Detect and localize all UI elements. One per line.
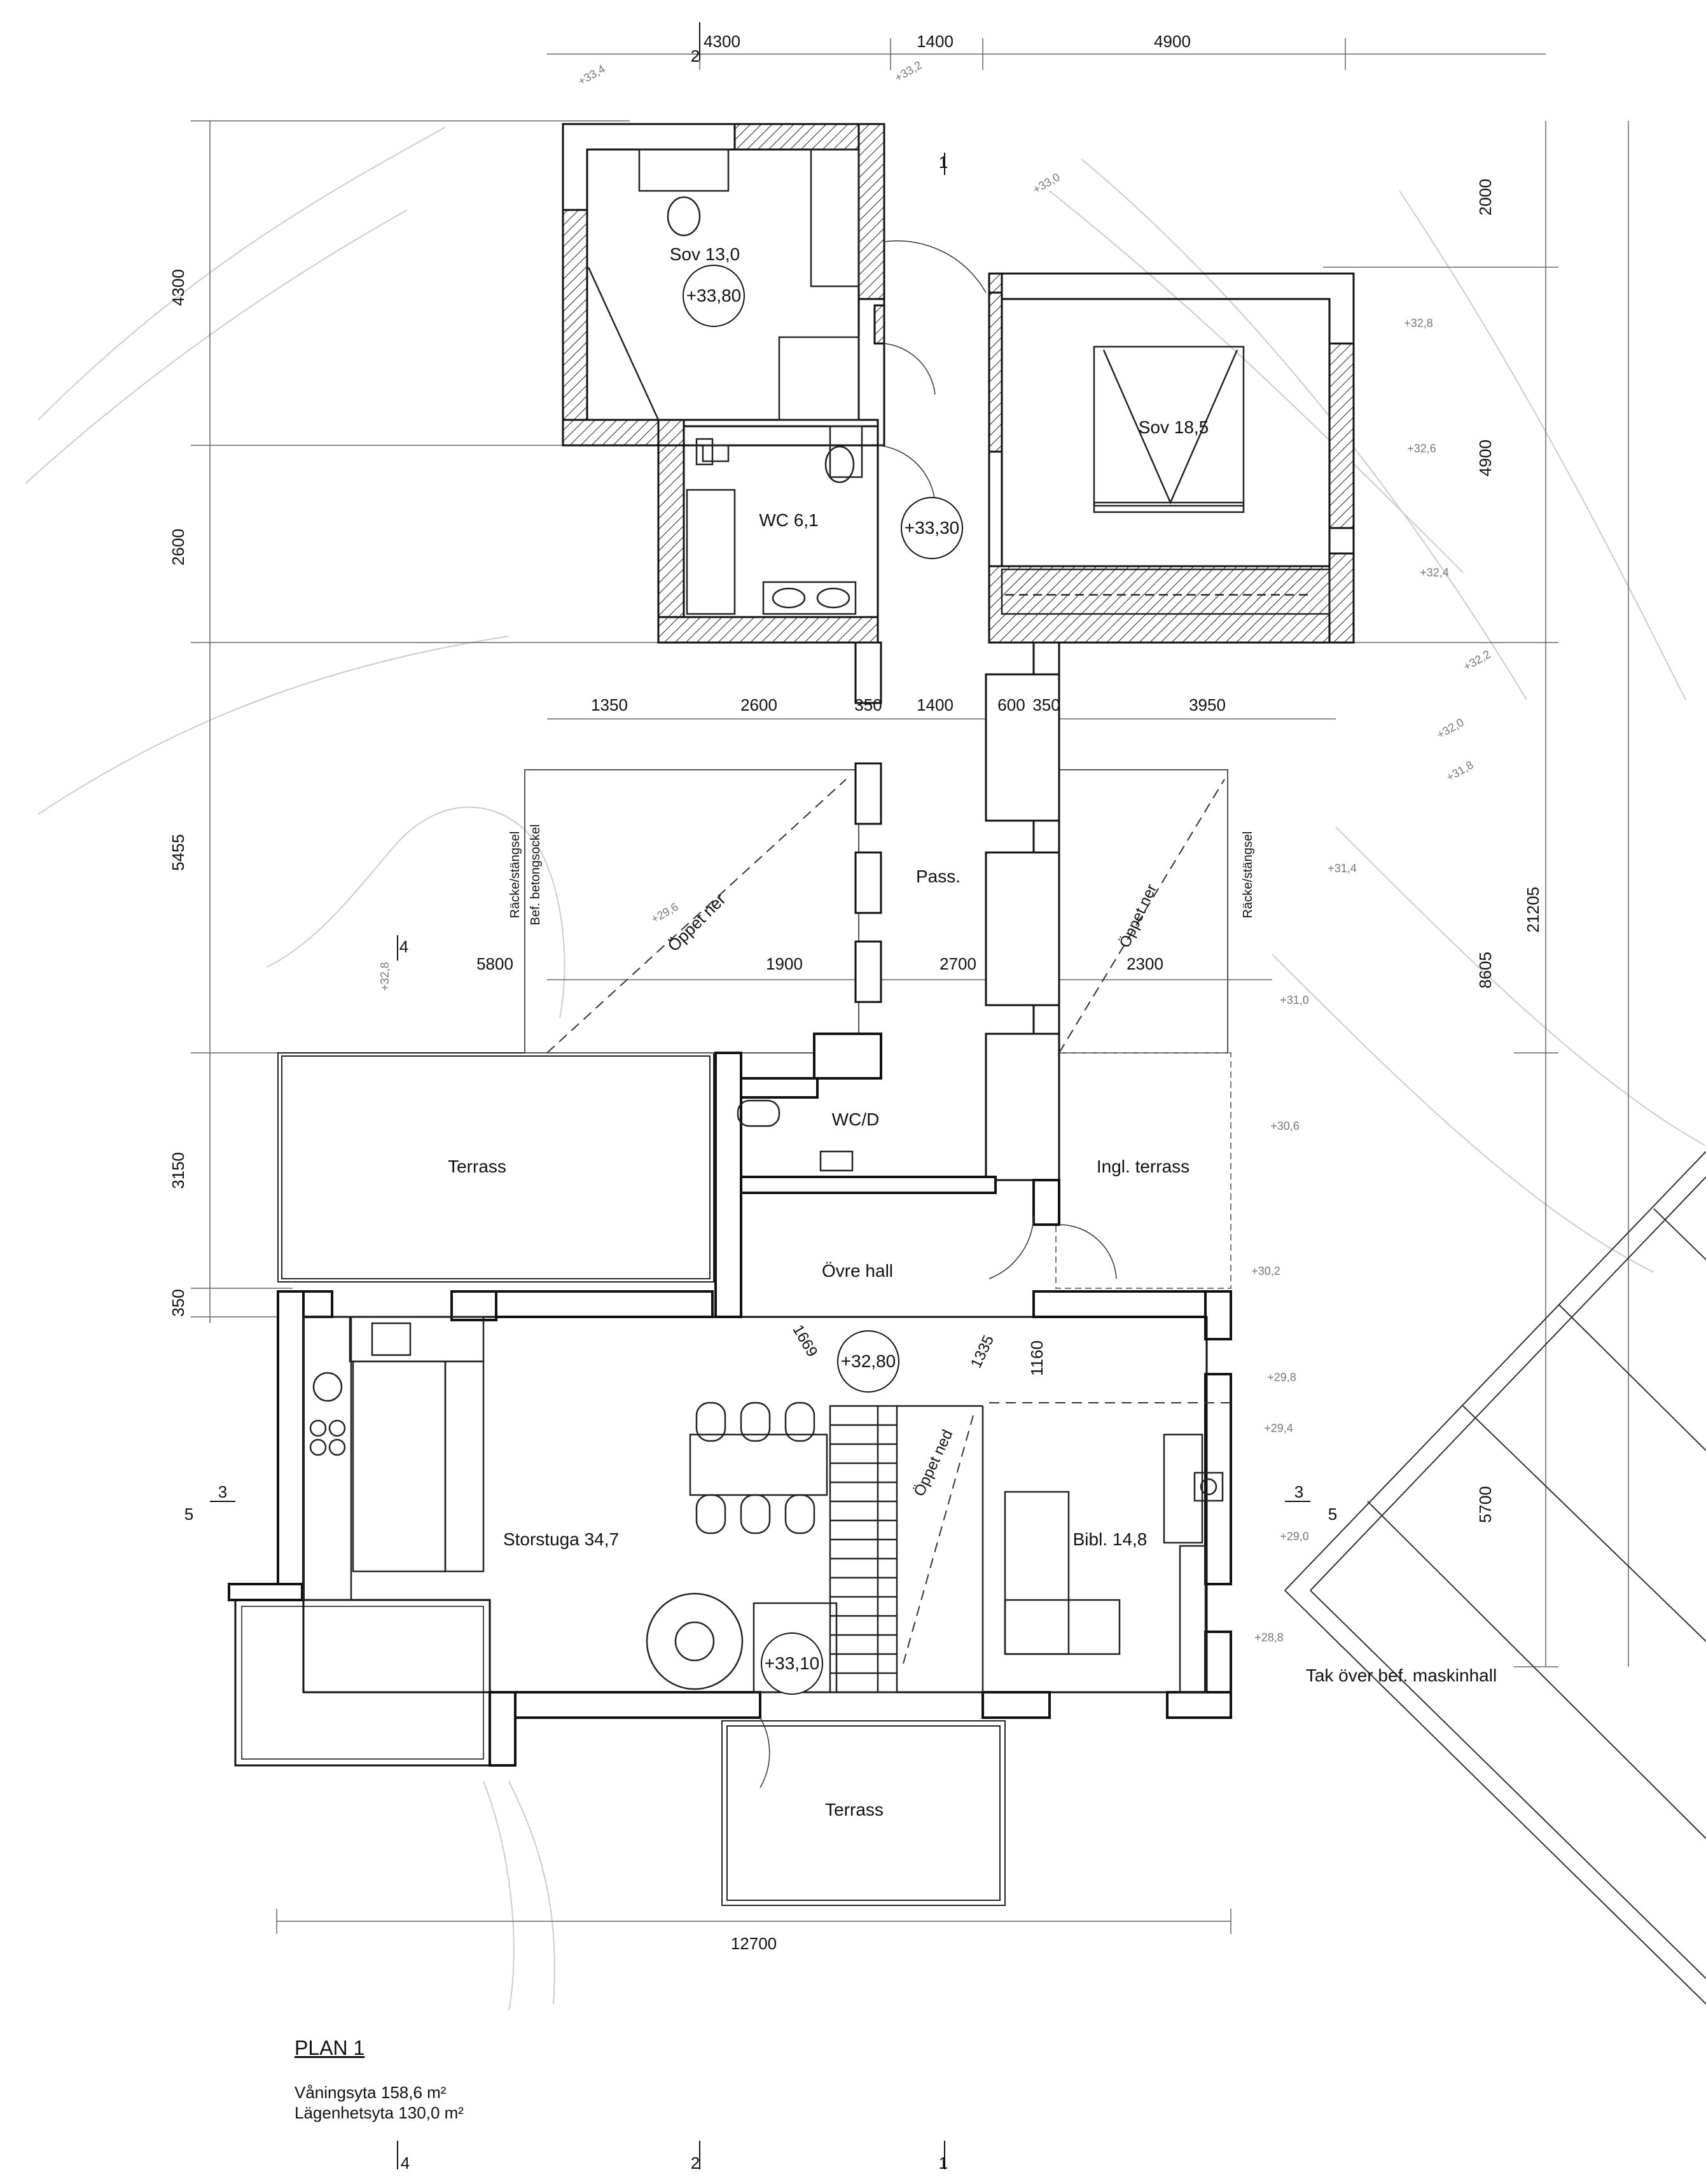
section-mark-right-5: 5: [1328, 1505, 1338, 1524]
level-label-4: +33,10: [764, 1653, 820, 1673]
contour-label-15: +29,4: [1264, 1422, 1293, 1435]
room-label-terrass-bottom: Terrass: [825, 1800, 884, 1819]
contour-label-12: +30,6: [1270, 1120, 1300, 1132]
section-mark-bottom-2: 2: [690, 2153, 700, 2173]
dim-mid-7: 3950: [1189, 695, 1226, 714]
annotation-dim-1160: 1160: [1027, 1340, 1046, 1376]
room-label-wc: WC 6,1: [759, 510, 819, 530]
dim-pass-2: 1900: [766, 954, 803, 973]
section-mark-top-2: 2: [690, 46, 700, 66]
contour-label-14: +29,8: [1267, 1371, 1296, 1384]
contour-label-18: +32,8: [378, 962, 391, 991]
section-mark-right-3: 3: [1294, 1482, 1304, 1501]
section-mark-left-3: 3: [218, 1482, 228, 1501]
room-label-ingl-terrass: Ingl. terrass: [1096, 1157, 1190, 1176]
dim-right-5: 5700: [1476, 1486, 1495, 1523]
room-label-sov-18: Sov 18,5: [1138, 417, 1209, 437]
dim-top-3: 4900: [1154, 32, 1191, 51]
contour-label-13: +30,2: [1251, 1265, 1280, 1277]
section-mark-bottom-1: 1: [938, 2153, 948, 2173]
dim-left-4: 3150: [169, 1152, 188, 1189]
dim-mid-1: 1350: [591, 695, 628, 714]
area-apartment: Lägenhetsyta 130,0 m²: [295, 2103, 464, 2122]
door-swings: [759, 240, 1117, 1788]
contour-label-11: +31,0: [1280, 994, 1309, 1006]
annotation-racke-right: Räcke/stängsel: [1241, 831, 1255, 919]
room-label-wcd: WC/D: [831, 1109, 880, 1129]
dim-left-3: 5455: [169, 834, 188, 871]
dim-left-2: 2600: [169, 529, 188, 566]
dim-top-1: 4300: [704, 32, 740, 51]
terrace-outlines: [277, 769, 1231, 1906]
dim-pass-3: 2700: [940, 954, 976, 973]
dim-pass-4: 2300: [1127, 954, 1163, 973]
contour-label-5: +32,6: [1407, 442, 1436, 455]
dim-pass-1: 5800: [476, 954, 513, 973]
room-label-sov-13: Sov 13,0: [669, 244, 740, 264]
open-below-diagonals: [546, 779, 1231, 1664]
dim-right-2: 4900: [1476, 440, 1495, 476]
upper-walls-outline: [562, 123, 1355, 644]
passage-walls: [854, 641, 1060, 1185]
room-label-pass: Pass.: [915, 866, 961, 886]
room-label-storstuga: Storstuga 34,7: [503, 1529, 620, 1549]
dim-mid-4: 1400: [917, 695, 954, 714]
dim-mid-6: 350: [1032, 695, 1060, 714]
contour-label-4: +32,8: [1404, 317, 1433, 330]
section-markers: [210, 22, 1310, 2169]
level-circles: [683, 265, 963, 1695]
level-label-3: +32,80: [840, 1351, 896, 1371]
section-mark-top-1: 1: [938, 153, 948, 172]
dim-left-5: 350: [169, 1289, 188, 1317]
upper-walls: [562, 123, 1355, 644]
annotation-racke-left-1: Räcke/stängsel: [508, 831, 522, 919]
area-floor: Våningsyta 158,6 m²: [295, 2083, 447, 2102]
level-label-2: +33,30: [904, 518, 960, 538]
room-label-ovre-hall: Övre hall: [821, 1261, 894, 1281]
annotation-racke-left-2: Bef. betongsockel: [529, 824, 543, 926]
dim-right-3: 8605: [1476, 952, 1495, 989]
lower-walls: [228, 1033, 1232, 1767]
level-label-1: +33,80: [686, 286, 742, 305]
section-mark-bottom-4: 4: [400, 2153, 410, 2173]
section-mark-left-4: 4: [399, 937, 409, 956]
plan-title: PLAN 1: [295, 2036, 365, 2059]
dim-mid-2: 2600: [740, 695, 777, 714]
dim-left-1: 4300: [169, 269, 188, 306]
room-label-bibl: Bibl. 14,8: [1072, 1529, 1148, 1549]
contour-label-17: +28,8: [1254, 1631, 1284, 1644]
dim-right-4: 21205: [1523, 886, 1543, 933]
contour-label-6: +32,4: [1420, 566, 1449, 579]
dim-mid-5: 600: [997, 695, 1025, 714]
machine-hall-roof: [1284, 1151, 1706, 2005]
dim-right-1: 2000: [1476, 179, 1495, 216]
dim-mid-3: 350: [854, 695, 882, 714]
dim-bottom: 12700: [730, 1934, 777, 1953]
contour-label-10: +31,4: [1328, 862, 1357, 875]
section-mark-left-5: 5: [184, 1505, 194, 1524]
room-label-tak-maskinhall: Tak över bef. maskinhall: [1305, 1666, 1497, 1685]
contour-label-16: +29,0: [1280, 1530, 1309, 1543]
furniture: [302, 148, 1331, 1694]
room-label-terrass-left: Terrass: [448, 1157, 506, 1176]
dim-top-2: 1400: [917, 32, 954, 51]
